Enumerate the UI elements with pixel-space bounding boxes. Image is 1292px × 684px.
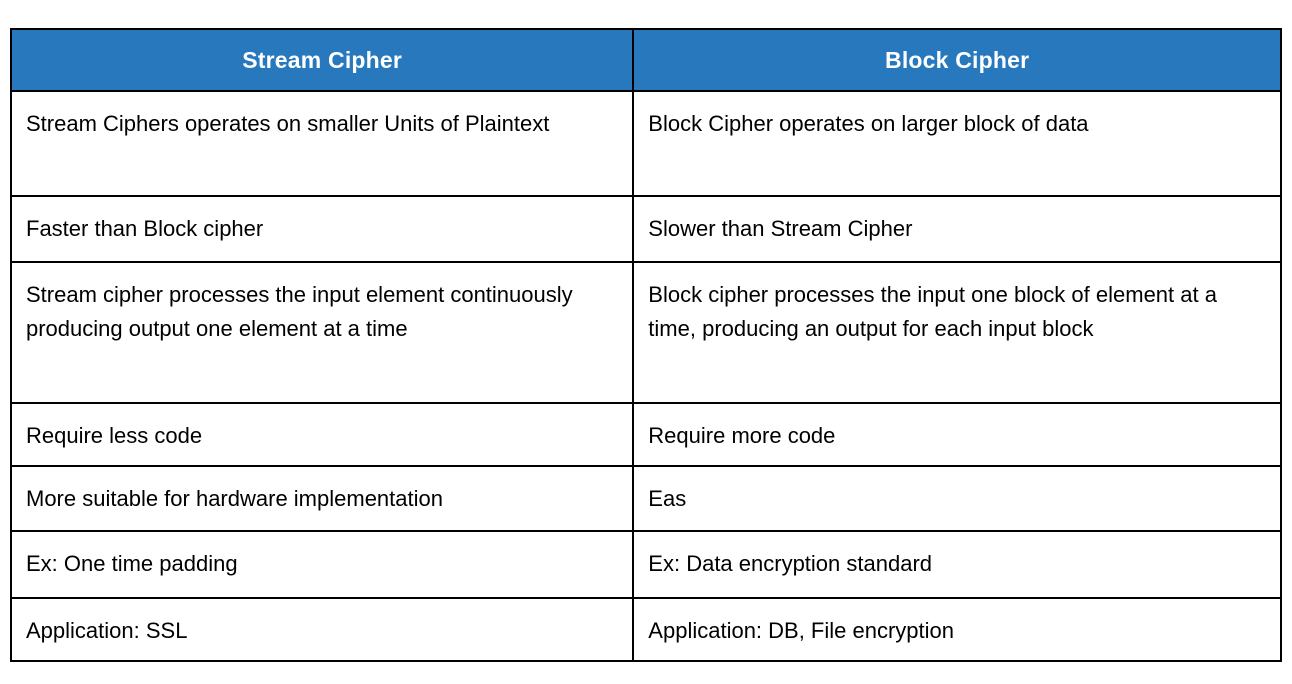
table-header-row: Stream Cipher Block Cipher	[9, 28, 1282, 92]
table-cell-stream: Require less code	[9, 402, 635, 467]
table-cell-block: Require more code	[632, 402, 1282, 467]
table-cell-block: Slower than Stream Cipher	[632, 195, 1282, 263]
column-header-block-cipher: Block Cipher	[632, 28, 1282, 92]
table-cell-block: Ex: Data encryption standard	[632, 530, 1282, 599]
table-cell-stream: Faster than Block cipher	[9, 195, 635, 263]
cipher-comparison-table: Stream Cipher Block Cipher Stream Cipher…	[9, 28, 1282, 662]
table-row: Ex: One time padding Ex: Data encryption…	[9, 530, 1282, 599]
table-row: More suitable for hardware implementatio…	[9, 465, 1282, 532]
table-cell-stream: More suitable for hardware implementatio…	[9, 465, 635, 532]
column-header-stream-cipher: Stream Cipher	[9, 28, 635, 92]
table-cell-stream: Stream Ciphers operates on smaller Units…	[9, 90, 635, 197]
table-cell-block: Eas	[632, 465, 1282, 532]
table-cell-block: Application: DB, File encryption	[632, 597, 1282, 662]
table-cell-stream: Stream cipher processes the input elemen…	[9, 261, 635, 404]
table-cell-stream: Application: SSL	[9, 597, 635, 662]
table-row: Stream Ciphers operates on smaller Units…	[9, 90, 1282, 197]
table-row: Application: SSL Application: DB, File e…	[9, 597, 1282, 662]
table-row: Faster than Block cipher Slower than Str…	[9, 195, 1282, 263]
table-row: Stream cipher processes the input elemen…	[9, 261, 1282, 404]
table-cell-block: Block cipher processes the input one blo…	[632, 261, 1282, 404]
table-cell-stream: Ex: One time padding	[9, 530, 635, 599]
table-row: Require less code Require more code	[9, 402, 1282, 467]
table-cell-block: Block Cipher operates on larger block of…	[632, 90, 1282, 197]
